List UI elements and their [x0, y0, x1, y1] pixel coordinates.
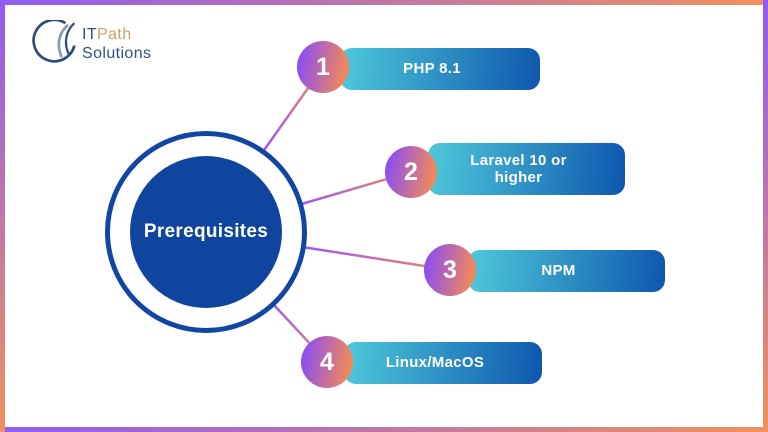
item-number: 3 — [443, 255, 457, 284]
frame-border-right — [763, 0, 768, 432]
item-number-badge-1: 1 — [297, 41, 349, 93]
item-number: 1 — [316, 52, 330, 81]
logo-word-it: IT — [82, 26, 98, 44]
item-bar-laravel: Laravel 10 or higher — [428, 143, 625, 195]
item-bar-npm: NPM — [468, 250, 665, 292]
item-label: PHP 8.1 — [403, 60, 461, 78]
item-number-badge-3: 3 — [424, 244, 476, 296]
item-bar-linux-macos: Linux/MacOS — [344, 342, 542, 384]
item-number-badge-4: 4 — [301, 336, 353, 388]
logo-text: ITPath Solutions — [82, 26, 151, 63]
item-label: NPM — [541, 262, 576, 280]
item-label: Laravel 10 or higher — [470, 151, 567, 186]
itpath-solutions-logo: ITPath Solutions — [24, 18, 151, 69]
center-node-label: Prerequisites — [143, 221, 269, 242]
itpath-logo-icon — [24, 18, 78, 69]
frame-border-bottom — [0, 427, 768, 432]
frame-border-top — [0, 0, 768, 5]
item-number-badge-2: 2 — [385, 146, 437, 198]
item-number: 4 — [320, 347, 334, 376]
center-node-inner: Prerequisites — [130, 156, 282, 308]
logo-word-solutions: Solutions — [82, 44, 152, 62]
item-number: 2 — [404, 157, 418, 186]
center-node: Prerequisites — [105, 131, 307, 333]
item-bar-php: PHP 8.1 — [340, 48, 540, 90]
frame-border-left — [0, 0, 5, 432]
item-label: Linux/MacOS — [385, 354, 485, 372]
logo-word-path: Path — [97, 26, 132, 44]
